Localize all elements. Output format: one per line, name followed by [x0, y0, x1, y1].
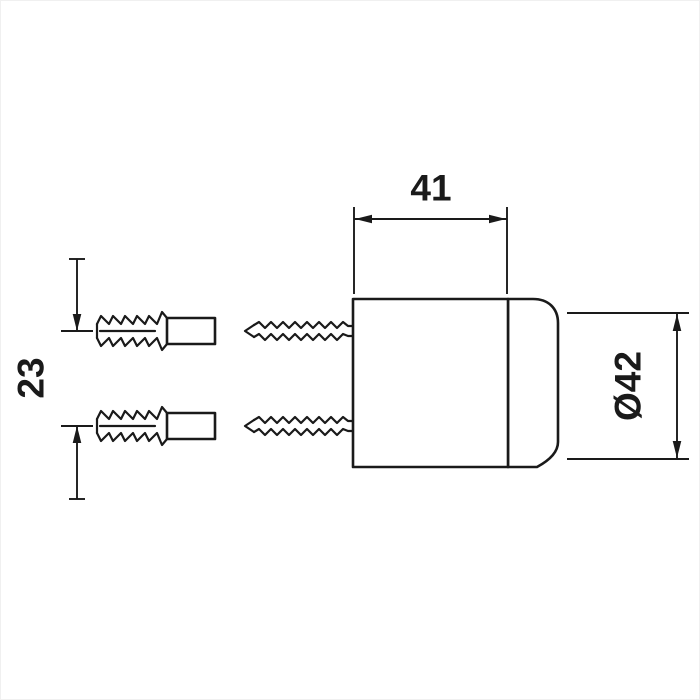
- mounting-screw-bottom: [243, 415, 355, 437]
- dimension-width: 41: [353, 168, 508, 294]
- holder-cap: [506, 297, 560, 469]
- arrowhead-up: [672, 314, 682, 331]
- arrowhead-up: [72, 426, 82, 443]
- mounting-screw-top: [243, 320, 355, 342]
- arrowhead-right: [489, 214, 506, 224]
- wall-anchor-top: [95, 310, 217, 352]
- dimension-spacing-label: 23: [11, 357, 52, 398]
- holder-body: [351, 297, 510, 469]
- arrowhead-left: [355, 214, 372, 224]
- arrowhead-down: [72, 314, 82, 331]
- dimension-diameter: Ø42: [567, 312, 689, 460]
- dimension-spacing: 23: [11, 258, 93, 500]
- dimension-diameter-label: Ø42: [608, 351, 649, 421]
- wall-anchor-bottom: [95, 405, 217, 447]
- arrowhead-down: [672, 441, 682, 458]
- dimension-width-label: 41: [410, 168, 451, 209]
